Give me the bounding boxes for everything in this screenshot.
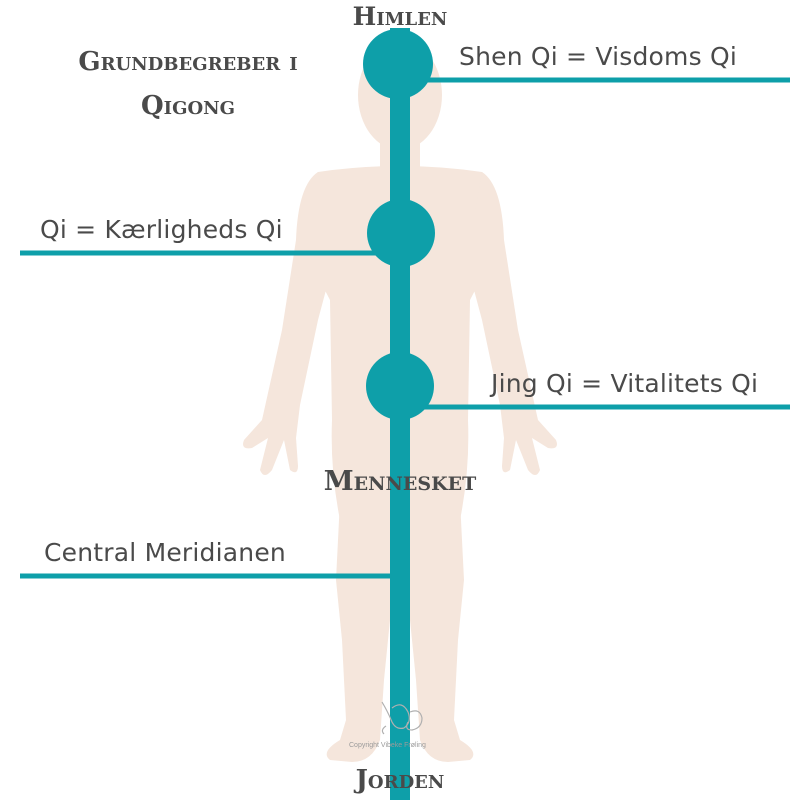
heaven-label: Himlen [352,2,448,31]
copyright-text: Copyright Vibeke Frøling [349,742,426,749]
human-label: Mennesket [323,466,477,497]
upper-dantian-circle [363,29,433,99]
lower-dantian-circle [366,352,434,420]
title-line-2: Qigong [141,91,235,121]
signature-logo-icon [381,701,423,735]
middle-dantian-circle [367,199,435,267]
earth-label: Jorden [355,765,445,795]
central-meridian-label: Central Meridianen [44,538,286,567]
title-line-1: Grundbegreber i [78,47,298,77]
diagram-title: Grundbegreber i Qigong [38,40,338,128]
qi-label: Qi = Kærligheds Qi [40,215,283,244]
shen-qi-label: Shen Qi = Visdoms Qi [459,42,737,71]
jing-qi-label: Jing Qi = Vitalitets Qi [491,369,759,398]
